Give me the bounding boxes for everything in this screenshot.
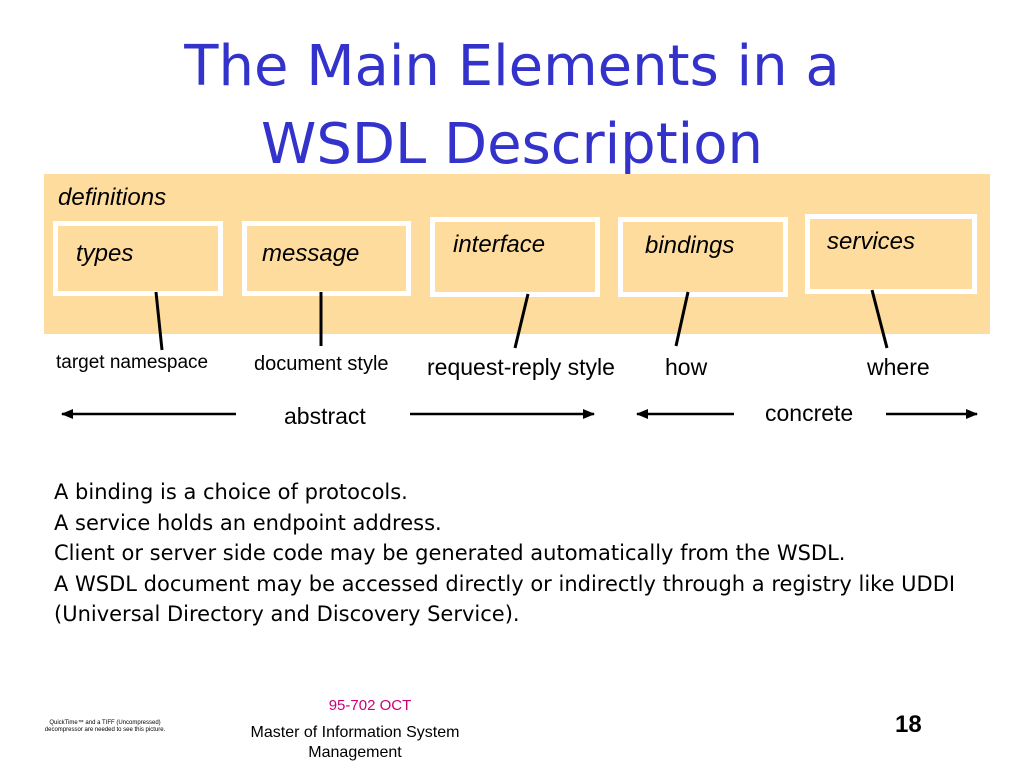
slide-title: The Main Elements in a WSDL Description bbox=[0, 28, 1024, 184]
slide-title-line-1: The Main Elements in a bbox=[184, 34, 840, 99]
quicktime-placeholder-note: QuickTime™ and a TIFF (Uncompressed) dec… bbox=[44, 720, 166, 733]
note-line: Client or server side code may be genera… bbox=[54, 541, 846, 565]
types-box: types bbox=[53, 221, 223, 296]
message-box: message bbox=[242, 221, 411, 296]
descriptor-how: how bbox=[665, 354, 708, 380]
notes-text: A binding is a choice of protocols. A se… bbox=[54, 477, 974, 630]
course-code: 95-702 OCT bbox=[328, 697, 412, 714]
note-line: A binding is a choice of protocols. bbox=[54, 480, 408, 504]
message-label: message bbox=[262, 240, 360, 267]
page-number: 18 bbox=[895, 711, 922, 738]
descriptor-where: where bbox=[867, 354, 930, 380]
concrete-label: concrete bbox=[765, 400, 854, 426]
descriptor-document-style: document style bbox=[254, 353, 389, 375]
services-label: services bbox=[827, 228, 916, 255]
bindings-box: bindings bbox=[618, 217, 788, 297]
services-connector bbox=[870, 289, 889, 349]
note-line: A WSDL document may be accessed directly… bbox=[54, 571, 956, 627]
abstract-label: abstract bbox=[284, 403, 366, 429]
types-connector bbox=[154, 291, 164, 351]
note-line: A service holds an endpoint address. bbox=[54, 510, 442, 535]
types-label: types bbox=[76, 240, 134, 267]
definitions-label: definitions bbox=[58, 184, 167, 211]
services-box: services bbox=[805, 214, 977, 294]
bindings-connector bbox=[674, 291, 690, 347]
interface-box: interface bbox=[430, 217, 600, 297]
interface-connector bbox=[513, 293, 530, 349]
slide-title-line-2: WSDL Description bbox=[261, 112, 763, 177]
descriptor-target-namespace: target namespace bbox=[56, 352, 209, 373]
program-name: Master of Information System Management bbox=[250, 724, 460, 761]
interface-label: interface bbox=[453, 231, 546, 258]
descriptor-request-reply-style: request-reply style bbox=[427, 354, 615, 380]
bindings-label: bindings bbox=[645, 232, 735, 259]
